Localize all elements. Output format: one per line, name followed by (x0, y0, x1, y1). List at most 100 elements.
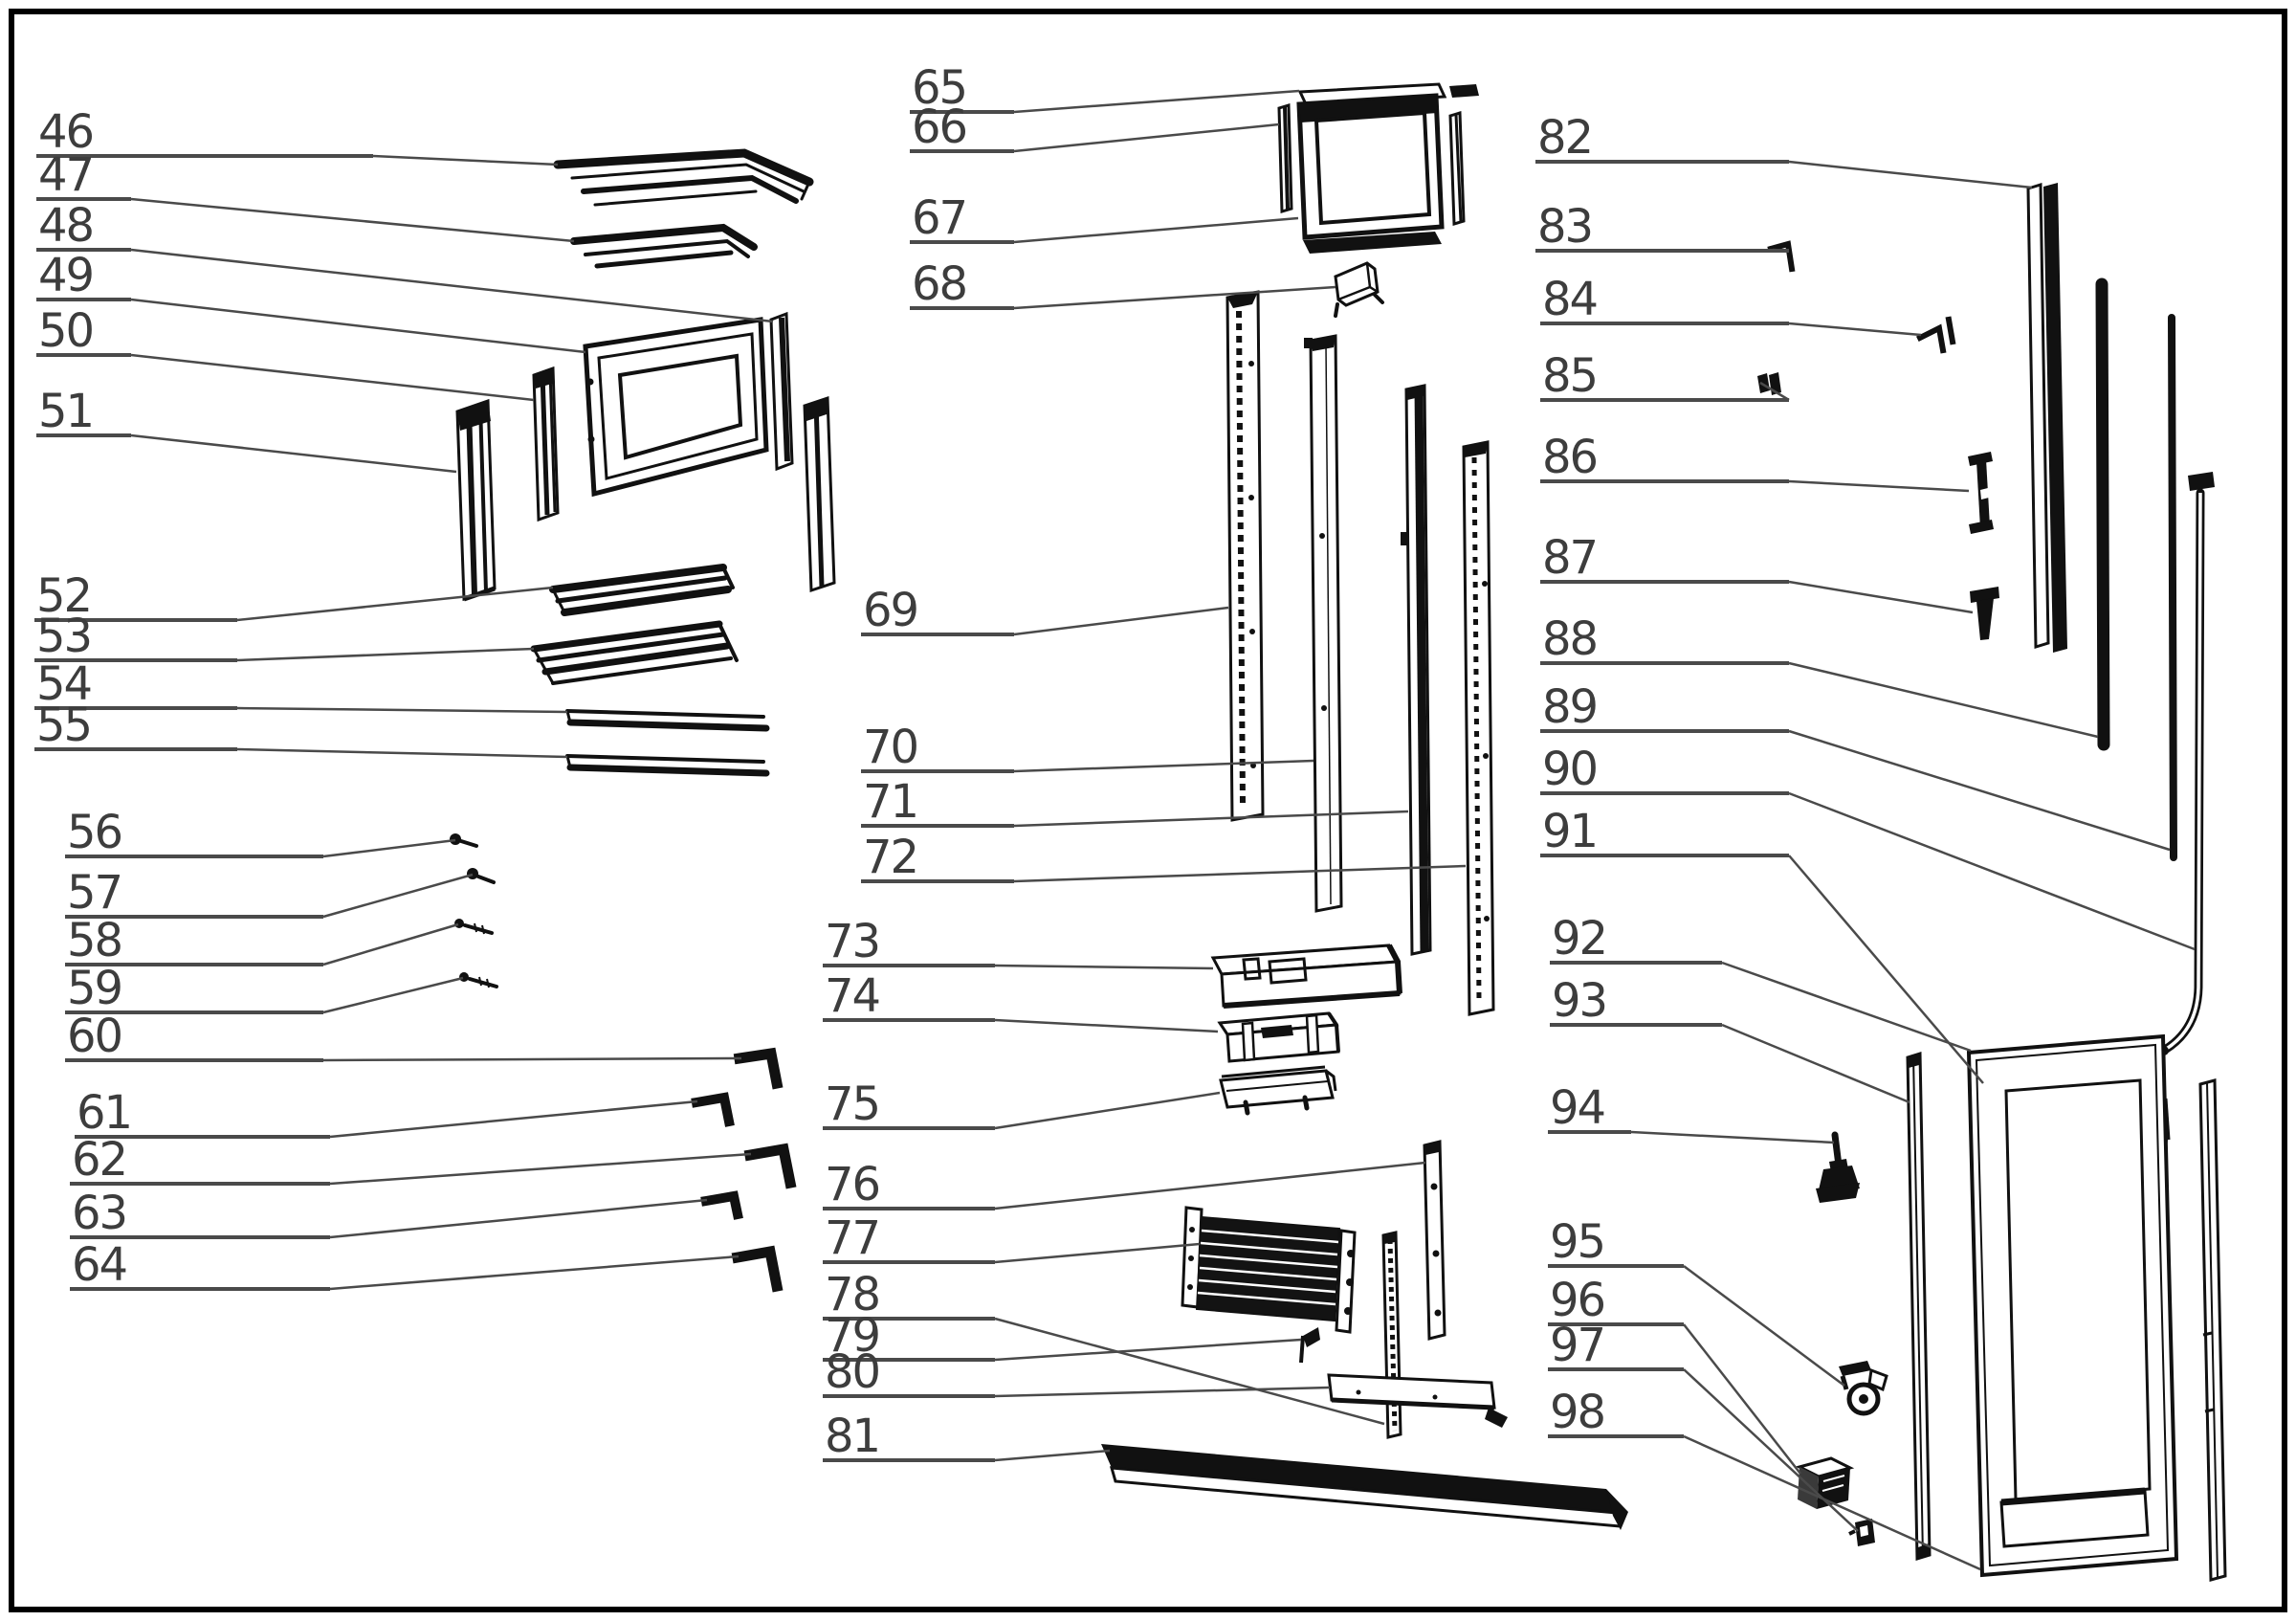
callout-57-leader-line (322, 873, 474, 919)
callout-65: 65 (910, 61, 1300, 115)
callout-81: 81 (823, 1410, 1111, 1463)
callout-80: 80 (823, 1345, 1331, 1399)
callout-50-leader-line (130, 353, 535, 402)
callout-62-leader-line (329, 1152, 752, 1186)
callout-80-number: 80 (825, 1345, 879, 1399)
callout-94-number: 94 (1550, 1081, 1604, 1135)
callout-55-leader-line (236, 747, 568, 759)
callout-47: 47 (36, 148, 575, 243)
callout-74-number: 74 (825, 969, 879, 1023)
callout-49-number: 49 (38, 249, 93, 302)
callouts-layer: 4647484950515253545556575859606162636465… (34, 61, 2196, 1571)
callout-76-leader-line (994, 1161, 1426, 1210)
part-93-door-edge-trim-left (1906, 1051, 1932, 1562)
callout-59-number: 59 (67, 962, 121, 1015)
callout-74-leader-line (994, 1018, 1219, 1033)
part-67-display-frame (1296, 93, 1466, 254)
callout-78-leader-line (994, 1317, 1385, 1426)
callout-50: 50 (36, 304, 535, 402)
part-73-control-panel (1210, 944, 1402, 1009)
callout-82-number: 82 (1537, 111, 1592, 165)
callout-56: 56 (65, 806, 456, 859)
callout-71: 71 (861, 775, 1409, 829)
callout-79: 79 (823, 1309, 1302, 1363)
part-60-corner-bracket (733, 1047, 784, 1090)
callout-67-leader-line (1013, 216, 1299, 244)
diagram-border (9, 9, 2287, 1612)
callout-94-leader-line (1630, 1130, 1835, 1144)
callout-46-number: 46 (38, 105, 93, 159)
callout-92: 92 (1550, 912, 1972, 1053)
part-47-cornice-trim (570, 223, 758, 269)
callout-61-number: 61 (77, 1086, 131, 1140)
callout-52-number: 52 (36, 569, 91, 623)
callout-64-number: 64 (72, 1238, 126, 1292)
part-66-frame-side-strip-left (1277, 103, 1293, 213)
callout-69-number: 69 (863, 584, 917, 637)
callout-84: 84 (1540, 273, 1922, 337)
part-77-condenser-coil (1181, 1206, 1357, 1334)
callout-59-leader-line (322, 976, 464, 1014)
callout-60-number: 60 (67, 1010, 121, 1063)
callout-48-leader-line (130, 248, 774, 323)
part-54-trim-rail-upper (565, 709, 770, 732)
callout-98: 98 (1548, 1386, 1981, 1571)
callout-47-leader-line (130, 197, 575, 243)
callout-79-number: 79 (825, 1309, 879, 1363)
part-64-corner-bracket (731, 1245, 784, 1293)
callout-96-leader-line (1683, 1323, 1801, 1475)
part-window-side-trim-right-outer (803, 395, 836, 593)
callout-46: 46 (36, 105, 559, 167)
callout-85-number: 85 (1542, 349, 1597, 403)
callout-88-leader-line (1788, 661, 2099, 739)
callout-89-number: 89 (1542, 680, 1597, 734)
part-63-corner-bracket (700, 1190, 743, 1220)
callout-85: 85 (1540, 349, 1790, 403)
callout-58: 58 (65, 914, 459, 967)
callout-82-leader-line (1788, 160, 2033, 189)
part-61-corner-bracket (691, 1092, 735, 1127)
callout-60-leader-line (322, 1056, 742, 1062)
callout-63-number: 63 (72, 1187, 126, 1240)
callout-66: 66 (910, 100, 1280, 154)
part-53-louver-grille-lower (530, 620, 739, 685)
callout-67: 67 (910, 191, 1299, 245)
callout-91-number: 91 (1542, 805, 1597, 858)
callout-90-number: 90 (1542, 743, 1597, 796)
part-82-door-side-trim (2026, 182, 2067, 653)
callout-62-number: 62 (72, 1133, 126, 1187)
part-86-hinge-bracket (1968, 452, 1994, 534)
callout-56-leader-line (322, 838, 456, 858)
part-74-control-box (1217, 1011, 1340, 1063)
callout-77-leader-line (994, 1242, 1201, 1264)
callout-62: 62 (70, 1133, 752, 1187)
callout-97-number: 97 (1550, 1319, 1604, 1372)
callout-76-number: 76 (825, 1158, 879, 1211)
callout-83-leader-line (1772, 248, 1790, 253)
callout-86-number: 86 (1542, 431, 1597, 484)
callout-82: 82 (1535, 111, 2033, 189)
callout-53-number: 53 (36, 610, 91, 663)
part-89-support-rod (2168, 314, 2177, 861)
callout-53: 53 (34, 610, 535, 663)
callout-54-leader-line (236, 706, 568, 714)
callout-79-leader-line (994, 1338, 1302, 1362)
part-48-side-trim-right-inner (769, 311, 794, 472)
callout-91-leader-line (1788, 855, 1984, 1084)
callout-58-leader-line (322, 922, 459, 966)
callout-78: 78 (823, 1268, 1385, 1426)
part-door-edge-trim-right (2198, 1078, 2227, 1582)
callout-51-leader-line (130, 433, 457, 474)
callout-87-leader-line (1788, 580, 1974, 614)
callout-70-leader-line (1013, 759, 1314, 773)
callout-95-leader-line (1683, 1264, 1845, 1388)
callout-57: 57 (65, 866, 474, 920)
callout-63-leader-line (329, 1198, 708, 1239)
part-69-corner-post (1225, 290, 1265, 822)
callout-57-number: 57 (67, 866, 121, 920)
callout-89-leader-line (1788, 729, 2171, 852)
part-72-corner-post (1462, 440, 1495, 1016)
part-71-corner-post (1401, 384, 1432, 956)
callout-72: 72 (861, 831, 1467, 884)
callout-63: 63 (70, 1187, 708, 1240)
